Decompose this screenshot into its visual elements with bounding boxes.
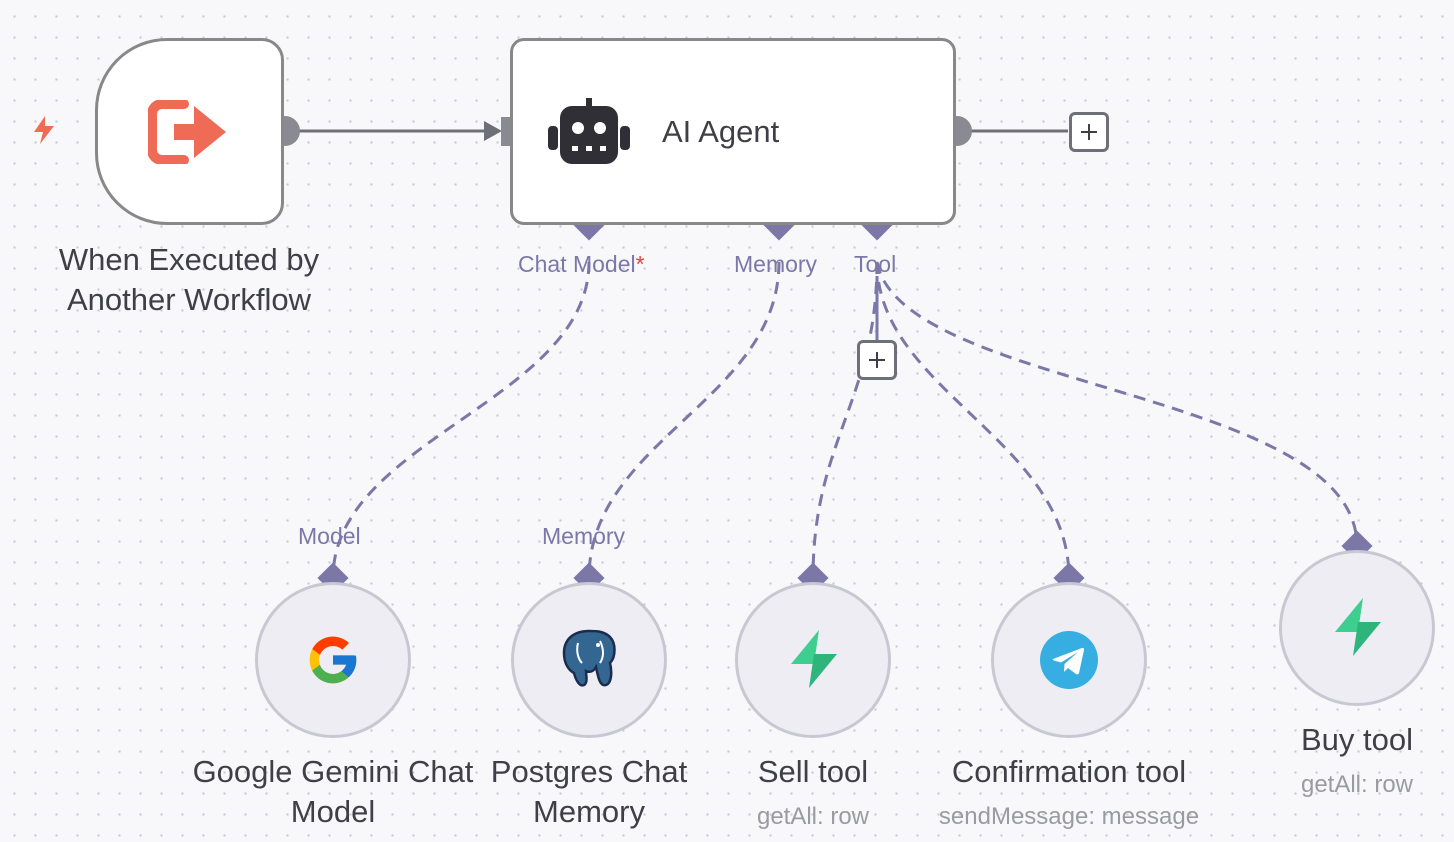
- add-tool-button[interactable]: [857, 340, 897, 380]
- buy-tool-title: Buy tool: [1300, 722, 1413, 757]
- gemini-handle-label: Model: [298, 523, 361, 549]
- telegram-icon: [1040, 631, 1098, 689]
- buy-tool-node[interactable]: [1279, 550, 1435, 706]
- gemini-title: Google Gemini Chat Model: [192, 754, 474, 829]
- postgres-title: Postgres Chat Memory: [490, 754, 688, 829]
- trigger-bolt-icon: [28, 114, 60, 151]
- postgres-handle-label: Memory: [542, 523, 626, 549]
- buy-tool-connection[interactable]: [875, 261, 1359, 547]
- postgres-elephant-icon: [557, 626, 621, 692]
- supabase-icon: [784, 628, 844, 690]
- robot-icon: [546, 98, 632, 166]
- sell-tool-subtitle: getAll: row: [756, 803, 870, 830]
- confirmation-tool-subtitle: sendMessage: message: [938, 803, 1200, 830]
- sell-tool-connection[interactable]: [811, 261, 879, 579]
- confirmation-tool-connection[interactable]: [875, 261, 1071, 579]
- tool-label: Tool: [854, 251, 897, 277]
- memory-label: Memory: [734, 251, 818, 277]
- google-icon: [303, 630, 363, 690]
- add-node-button[interactable]: [1069, 112, 1109, 152]
- sign-out-icon: [148, 100, 230, 164]
- confirmation-tool-title: Confirmation tool: [951, 754, 1187, 789]
- plus-icon: [1081, 124, 1097, 140]
- ai-agent-title: AI Agent: [662, 114, 780, 149]
- chat-model-label: Chat Model*: [518, 251, 645, 277]
- connection-arrow: [484, 121, 502, 141]
- buy-tool-subtitle: getAll: row: [1300, 771, 1414, 798]
- sell-tool-title: Sell tool: [757, 754, 869, 789]
- chat-model-connection[interactable]: [331, 261, 591, 579]
- supabase-icon: [1328, 596, 1388, 658]
- plus-icon: [869, 352, 885, 368]
- trigger-title: When Executed by Another Workflow: [58, 242, 320, 317]
- memory-connection[interactable]: [587, 261, 781, 579]
